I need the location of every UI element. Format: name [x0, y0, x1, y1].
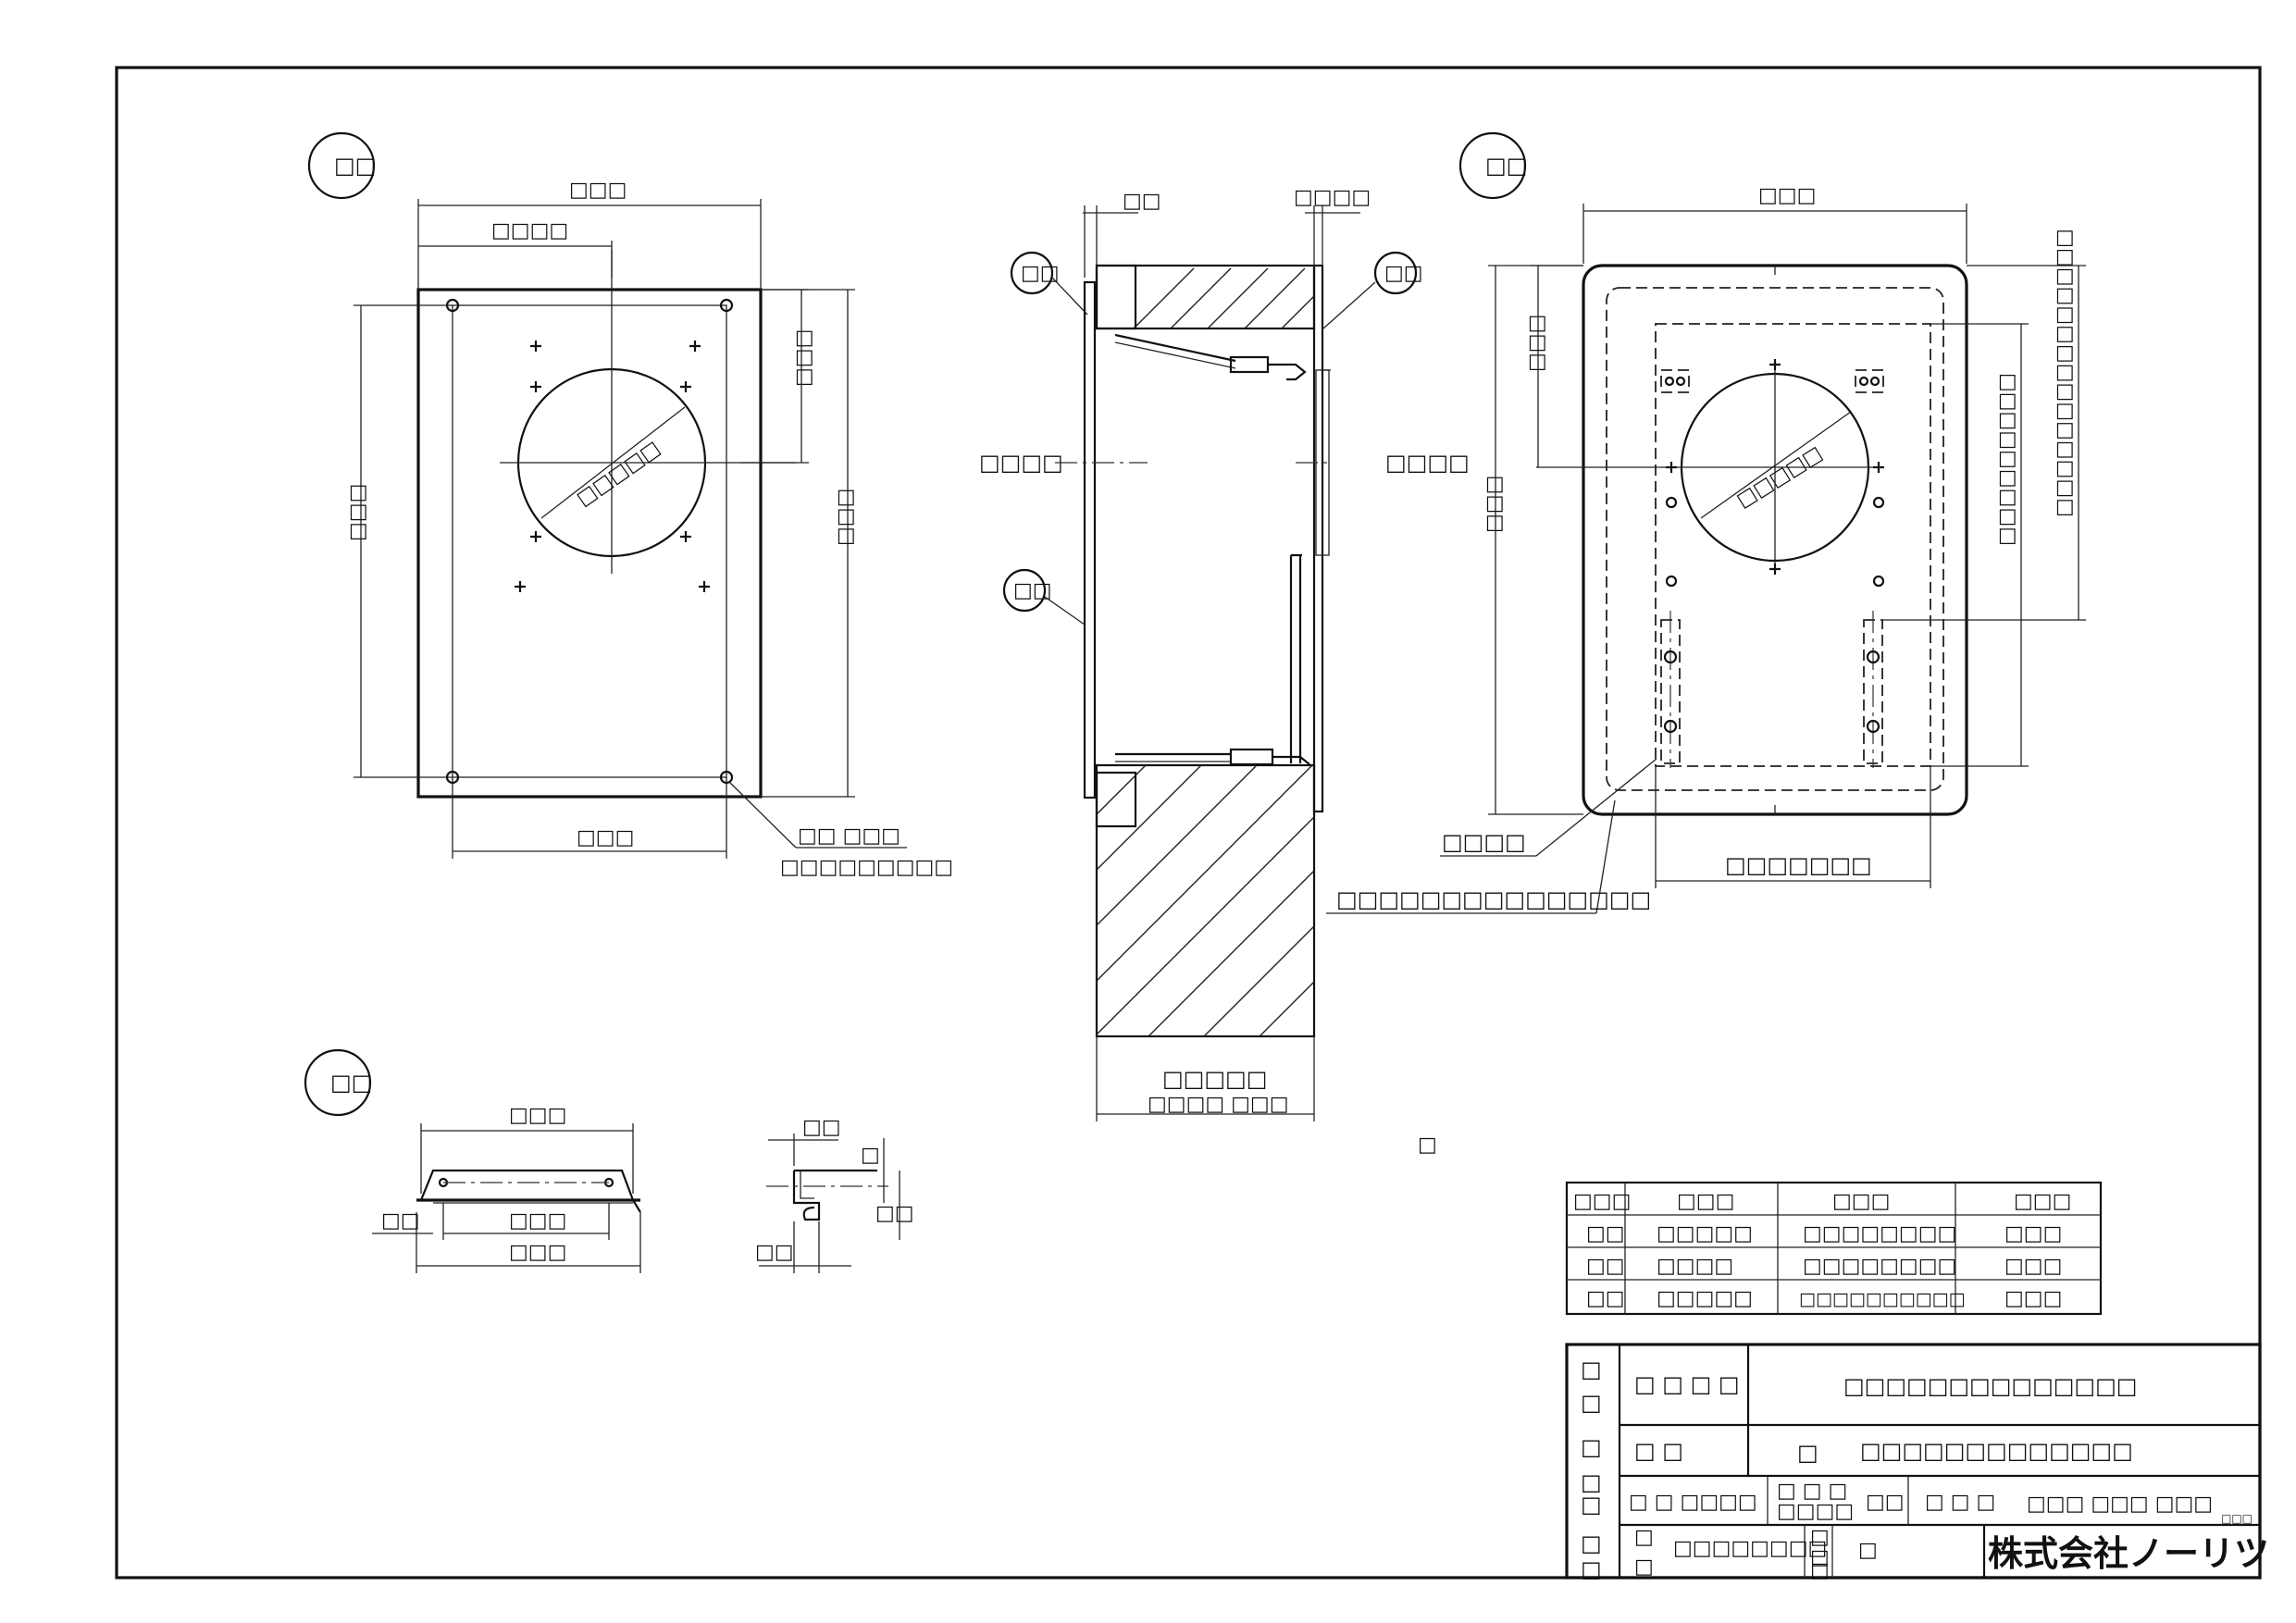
front-view: □□ □□□□□ □□□ □□□□ □□□	[307, 131, 953, 879]
section-note-small: □	[1418, 1134, 1437, 1157]
part-side-r1: □	[861, 1144, 880, 1167]
front-plate-inner	[452, 304, 727, 778]
front-hole-note-2: □□□□□□□□□	[780, 856, 953, 879]
back-dim-height: □□□	[1483, 476, 1506, 533]
front-dim-total-height: □□□	[834, 489, 857, 546]
section-callout-b: □□	[1384, 262, 1423, 285]
sheet-border	[115, 66, 2262, 1580]
back-view: □□ □□□□□ □□□ □□□	[1326, 131, 2086, 914]
front-dim-top-center: □□□	[792, 329, 815, 387]
part-dim-left: □□	[381, 1209, 420, 1233]
front-dim-total-width: □□□	[569, 179, 627, 202]
parts-cell-0-3: □□□	[2004, 1222, 2062, 1245]
section-dim-top-left: □□	[1123, 190, 1161, 213]
section-label-left: □□□□	[979, 450, 1063, 476]
back-dim-top-center: □□□	[1525, 315, 1548, 372]
tb-row4-e: □	[1858, 1539, 1878, 1562]
parts-header-3: □□□	[2014, 1190, 2071, 1213]
tb-row2-small: □	[1797, 1440, 1818, 1466]
tb-row4-c: □	[1810, 1526, 1830, 1549]
front-dim-center-x: □□□□	[491, 219, 568, 242]
parts-header-1: □□□	[1677, 1190, 1734, 1213]
tb-row4-a: □	[1634, 1526, 1654, 1549]
tb-row1-label: □ □ □ □	[1634, 1371, 1740, 1397]
front-view-label: □□	[334, 153, 376, 179]
part-side-r2: □□	[875, 1202, 914, 1225]
parts-table: □□□ □□□ □□□ □□□ □□ □□□□□ □□□□□□□□ □□□ □□…	[1565, 1181, 2103, 1316]
section-callout-c: □□	[1013, 579, 1052, 602]
section-label-right: □□□□	[1385, 450, 1470, 476]
tb-row3-g: □□□	[2221, 1512, 2253, 1525]
parts-cell-2-0: □□	[1586, 1287, 1625, 1310]
tb-side-1: □	[1581, 1390, 1602, 1416]
tb-side-2: □	[1581, 1434, 1602, 1460]
front-dim-hole-pitch-h: □□□	[577, 826, 634, 849]
tb-row3-d: □□	[1866, 1491, 1905, 1514]
parts-cell-0-2: □□□□□□□□	[1803, 1222, 1956, 1245]
tb-row3-f: □□□ □□□ □□□	[2027, 1493, 2213, 1516]
back-dim-width: □□□	[1758, 184, 1816, 207]
tb-row3-c: □□□□	[1777, 1500, 1854, 1523]
tb-row4-b: □□□□□□□□	[1673, 1537, 1827, 1560]
tb-side-5: □	[1581, 1530, 1602, 1556]
tb-row4-f: □	[1634, 1555, 1654, 1579]
section-view: □□ □□□□ □□ □□ □□ □□□□ □□□□ □□□□□ □□□□ □□…	[979, 186, 1470, 1157]
tb-row4-d: □	[1810, 1546, 1830, 1569]
tb-row2-value: □□□□□□□□□□□□□	[1860, 1438, 2133, 1464]
section-callout-a: □□	[1021, 262, 1060, 285]
tb-side-3: □	[1581, 1469, 1602, 1495]
tb-row1-value: □□□□□□□□□□□□□□	[1843, 1373, 2137, 1399]
back-view-label: □□	[1485, 153, 1527, 179]
front-circle-dia: □□□□□	[573, 437, 664, 511]
title-block: □ □ □ □ □ □ □ □ □ □ □ □□□□□□□□□□□□□□ □ □…	[1565, 1343, 2269, 1582]
part-dim-mid: □□□	[509, 1209, 566, 1233]
part-view-label: □□	[330, 1070, 372, 1096]
part-dim-bottom: □□□	[509, 1241, 566, 1264]
tb-row2-label: □ □	[1634, 1438, 1683, 1464]
section-dim-top-right: □□□□	[1294, 186, 1371, 209]
parts-header-0: □□□	[1573, 1190, 1631, 1213]
tb-row3-e: □ □ □	[1925, 1491, 1995, 1514]
parts-header-2: □□□	[1832, 1190, 1890, 1213]
parts-cell-1-3: □□□	[2004, 1255, 2062, 1278]
back-dim-bottom: □□□□□□□	[1725, 852, 1872, 878]
parts-cell-1-0: □□	[1586, 1255, 1625, 1278]
front-plate	[416, 288, 763, 799]
section-wall-label-2: □□□□ □□□	[1148, 1093, 1289, 1116]
tb-side-6: □	[1581, 1556, 1602, 1582]
tb-row4-g: □	[1810, 1559, 1830, 1582]
parts-cell-1-1: □□□□	[1657, 1255, 1733, 1278]
section-wall-label-1: □□□□□	[1162, 1066, 1267, 1092]
parts-cell-0-0: □□	[1586, 1222, 1625, 1245]
part-side-bottom: □□	[755, 1241, 794, 1264]
tb-side-4: □	[1581, 1492, 1602, 1518]
company-name: 株式会社ノーリツ	[1988, 1533, 2269, 1574]
parts-cell-0-1: □□□□□	[1657, 1222, 1753, 1245]
back-dim-right-inner: □□□□□□□□□	[1995, 373, 2018, 546]
front-dim-hole-pitch-v: □□□	[346, 484, 369, 541]
front-hole-note-1: □□ □□□	[798, 824, 900, 848]
tb-row3-a: □ □ □□□□	[1629, 1491, 1757, 1514]
parts-cell-1-2: □□□□□□□□	[1803, 1255, 1956, 1278]
tb-row3-b: □ □ □	[1777, 1480, 1847, 1503]
back-label-left: □□□□	[1442, 829, 1526, 855]
part-view: □□ □□□ □□ □□□ □□□ □□ □ □□ □□	[304, 1048, 914, 1273]
back-dim-right-outer: □□□□□□□□□□□□□□□	[2053, 229, 2076, 517]
parts-cell-2-3: □□□	[2004, 1287, 2062, 1310]
part-side-top: □□	[802, 1116, 841, 1139]
back-leader-note: □□□□□□□□□□□□□□□	[1336, 886, 1651, 912]
view-label-circle-front	[307, 131, 376, 200]
parts-cell-2-1: □□□□□	[1657, 1287, 1753, 1310]
parts-cell-2-2: □□□□□□□□□□	[1799, 1289, 1966, 1309]
back-circle-dia: □□□□□	[1732, 442, 1826, 513]
tb-side-0: □	[1581, 1357, 1602, 1382]
part-dim-top: □□□	[509, 1104, 566, 1127]
